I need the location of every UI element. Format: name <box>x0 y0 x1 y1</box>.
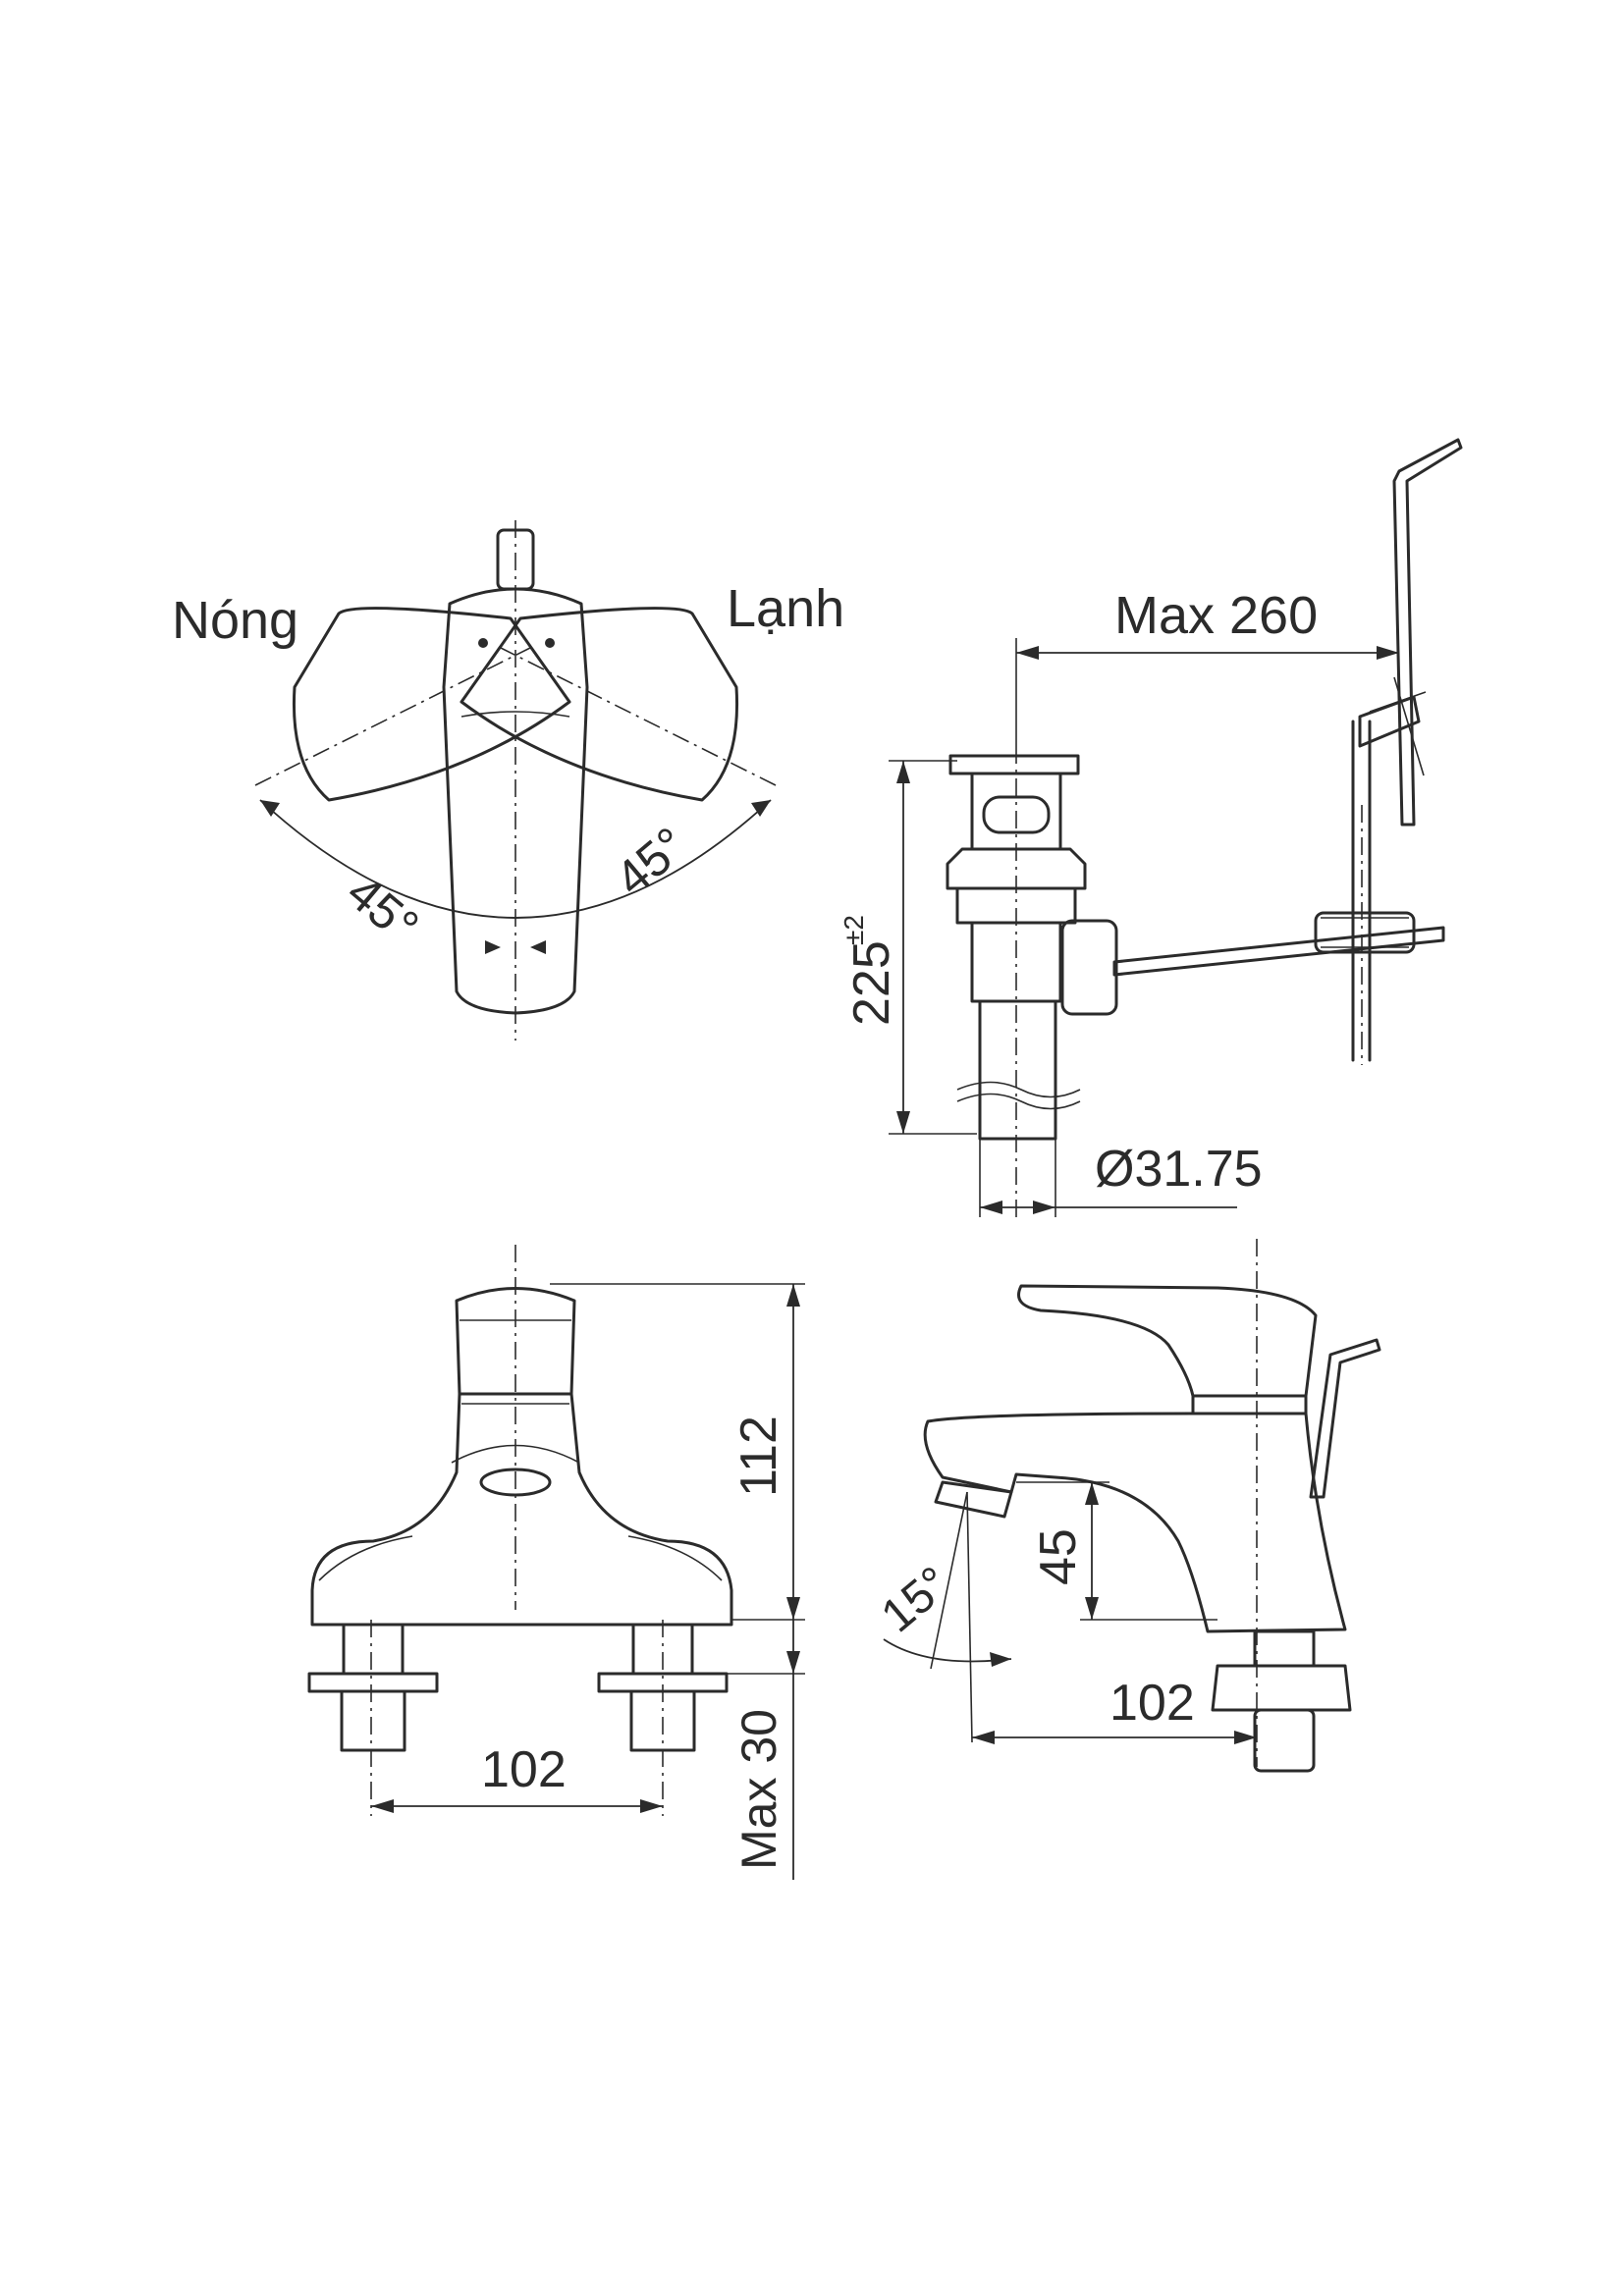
handle-left-rotated <box>292 607 571 802</box>
max-reach-arrow-left <box>1016 646 1039 660</box>
side-shank <box>1253 1629 1316 1668</box>
axis-left <box>254 647 531 786</box>
side-tail <box>1253 1708 1316 1773</box>
side-body <box>923 1412 1347 1633</box>
drain-window <box>982 795 1051 834</box>
left-shank <box>342 1623 405 1676</box>
drain-height-label-group: 225 ±2 <box>839 915 900 1026</box>
side-view: 45 15° 102 <box>872 1239 1381 1773</box>
hot-label: Nóng <box>172 591 298 650</box>
front-view: 102 112 Max 30 <box>307 1245 805 1880</box>
break-line-2 <box>956 1093 1081 1110</box>
drain-side-connector <box>1060 919 1118 1016</box>
inlet-spacing-arrow-right <box>640 1799 663 1813</box>
diameter-label: Ø31.75 <box>1095 1141 1263 1198</box>
rod-cross-2 <box>1369 691 1427 713</box>
spout-height-label: 45 <box>1030 1528 1087 1585</box>
side-nut <box>1211 1664 1352 1712</box>
inlet-spacing-arrow-left <box>371 1799 394 1813</box>
rod-clip <box>1358 695 1421 748</box>
inlet-spacing-label: 102 <box>481 1741 567 1798</box>
spout-angle-arrow <box>990 1652 1011 1667</box>
body-shade-right <box>627 1535 723 1581</box>
spout-reach-arrow-right <box>1234 1731 1257 1744</box>
max-reach-arrow-right <box>1377 646 1399 660</box>
drain-view: Max 260 225 ±2 <box>839 438 1463 1217</box>
side-lever <box>1017 1284 1318 1398</box>
rod-cross-1 <box>1393 676 1425 776</box>
side-collar <box>1191 1394 1308 1415</box>
body-height-label: 112 <box>730 1415 787 1497</box>
handle-center-outline <box>442 587 589 1015</box>
diameter-arrow-left <box>980 1201 1002 1214</box>
spout-vertical-ref <box>966 1491 973 1743</box>
arc-arrow-mid-left <box>485 940 501 954</box>
left-tail <box>340 1689 406 1752</box>
drain-height-arrow-bottom <box>896 1111 910 1134</box>
spout-reach-label: 102 <box>1109 1675 1195 1732</box>
lift-rod <box>1392 438 1463 827</box>
spout-height-arrow-bottom <box>1085 1597 1099 1620</box>
handle-dot-right <box>545 638 555 648</box>
angle-left-label: 45° <box>337 865 429 955</box>
drain-flange <box>946 847 1087 890</box>
spout-height-arrow-top <box>1085 1482 1099 1505</box>
arc-arrow-left <box>260 800 280 817</box>
arc-arrow-mid-right <box>530 940 546 954</box>
handle-neck-line <box>460 711 570 718</box>
pull-rod-clamp <box>1314 911 1416 954</box>
front-handle <box>455 1287 576 1396</box>
angle-arc <box>259 799 772 919</box>
max-deck-arrow <box>786 1651 800 1674</box>
angle-right-label: 45° <box>605 817 697 907</box>
spout-reach-arrow-left <box>972 1731 995 1744</box>
diameter-arrow-right <box>1033 1201 1055 1214</box>
break-line-1 <box>956 1081 1081 1098</box>
drain-tail-pipe <box>978 999 1057 1141</box>
side-lift-rod <box>1309 1338 1381 1499</box>
front-body <box>310 1392 733 1627</box>
handle-dot-left <box>478 638 488 648</box>
drain-height-tolerance: ±2 <box>839 915 869 945</box>
axis-right <box>500 647 777 786</box>
drain-height-arrow-top <box>896 761 910 783</box>
cold-label: Lạnh <box>727 579 844 638</box>
body-height-arrow-top <box>786 1284 800 1307</box>
spout-tip <box>934 1480 1013 1519</box>
spout-top-curve <box>451 1444 580 1464</box>
pull-rod <box>1112 926 1445 977</box>
left-nut <box>307 1672 439 1693</box>
arc-arrow-right <box>751 800 771 817</box>
spout-angle-label: 15° <box>872 1557 960 1642</box>
body-height-arrow-bottom <box>786 1597 800 1620</box>
max-reach-label: Max 260 <box>1114 586 1318 645</box>
handle-right-rotated <box>460 607 739 802</box>
top-view: Nóng Lạnh 45° 45° <box>172 520 844 1041</box>
aerator <box>479 1468 552 1497</box>
drain-cap <box>948 754 1080 775</box>
drain-height-label: 225 <box>843 940 900 1026</box>
spout-angle-ref <box>930 1491 968 1670</box>
body-shade-left <box>318 1535 413 1581</box>
max-deck-label: Max 30 <box>731 1709 786 1870</box>
